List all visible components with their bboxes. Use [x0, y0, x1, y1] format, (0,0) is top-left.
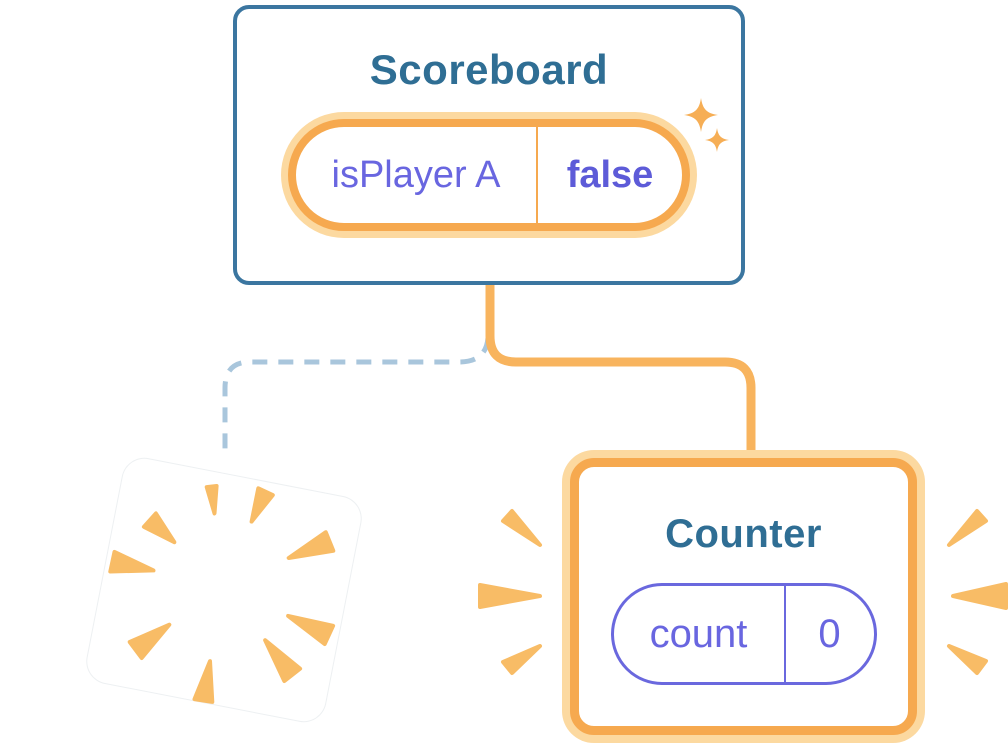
poof-ray: [204, 484, 219, 516]
state-value: false: [566, 153, 654, 196]
poof-ray: [141, 511, 177, 545]
sparkle-icon: [705, 128, 729, 152]
state-value: 0: [818, 611, 841, 656]
component-title: Counter: [665, 512, 822, 556]
attention-marks-icon: [947, 509, 1008, 675]
poof-ray: [263, 638, 303, 683]
poof-ray: [286, 530, 336, 560]
state-name: count: [649, 611, 748, 656]
counter-state-pill: count 0: [610, 583, 877, 685]
scoreboard-state-pill: isPlayer A false: [288, 119, 690, 231]
attention-mark: [947, 509, 988, 547]
attention-marks-icon: [478, 509, 542, 675]
poof-ray: [108, 549, 156, 574]
pill-divider: [536, 127, 538, 223]
attention-mark: [478, 583, 542, 609]
attention-mark: [951, 582, 1008, 610]
attention-mark: [501, 644, 542, 675]
state-name: isPlayer A: [331, 153, 501, 196]
poof-ray: [286, 613, 336, 646]
attention-mark: [501, 509, 542, 547]
poof-ray: [192, 659, 215, 704]
kept-branch-solid-connector: [485, 278, 756, 461]
poof-ray: [249, 486, 275, 524]
sparkle-icon: [684, 98, 718, 132]
scoreboard-component-card: Scoreboard isPlayer A false: [233, 5, 745, 285]
removed-branch-dashed-connector: [222, 337, 491, 459]
counter-component-card: Counter count 0: [570, 458, 917, 735]
attention-mark: [947, 644, 988, 675]
component-title: Scoreboard: [369, 46, 609, 93]
poof-burst-icon: [108, 484, 336, 704]
pill-divider: [783, 586, 786, 682]
poof-ray: [127, 622, 172, 660]
